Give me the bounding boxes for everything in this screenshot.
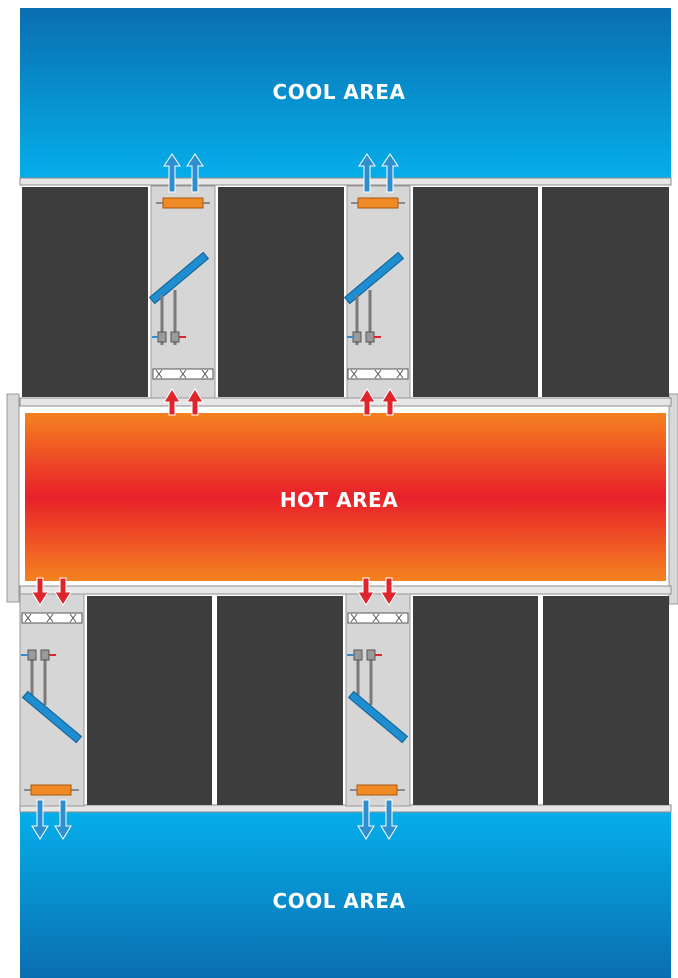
rack (218, 187, 344, 397)
rack (543, 596, 669, 805)
cool-area-bottom (20, 812, 671, 978)
aisle-end-door-right (668, 393, 678, 605)
pipe-valve-icon (353, 649, 363, 661)
hot-area (25, 413, 666, 581)
top-row-rail-lower (19, 397, 672, 407)
pipe-valve-icon (40, 649, 50, 661)
fan-icon (30, 784, 72, 796)
cooling-unit (345, 593, 411, 807)
cooling-coil-icon (347, 690, 409, 744)
arrow-up-icon (163, 153, 181, 193)
arrow-up-icon (381, 388, 399, 416)
cooling-unit (343, 185, 411, 399)
fan-icon (356, 784, 398, 796)
bottom-row-rail-upper (19, 585, 672, 595)
rack (413, 596, 538, 805)
aisle-end-door-left (6, 393, 20, 603)
filter-icon (347, 612, 409, 624)
arrow-up-icon (186, 388, 204, 416)
airflow-arrows-cool-out-bottom (31, 799, 398, 840)
arrow-up-icon (186, 153, 204, 193)
airflow-arrows-hot-in-top (163, 388, 399, 416)
cooling-coil-icon (21, 690, 83, 744)
cooling-coil-icon (343, 251, 405, 305)
cooling-unit (148, 185, 216, 399)
arrow-down-icon (357, 799, 375, 840)
arrow-down-icon (380, 799, 398, 840)
arrow-up-icon (358, 153, 376, 193)
arrow-down-icon (380, 577, 398, 606)
rack (413, 187, 538, 397)
arrow-down-icon (54, 799, 72, 840)
rack (542, 187, 669, 397)
cooling-coil-icon (148, 251, 210, 305)
cooling-unit (19, 593, 85, 807)
cool-area-bottom-label: COOL AREA (272, 889, 406, 913)
hot-area-label: HOT AREA (279, 488, 399, 512)
arrow-down-icon (357, 577, 375, 606)
pipe-valve-icon (365, 331, 375, 343)
pipe-valve-icon (366, 649, 376, 661)
airflow-arrows-cool-out-top (163, 153, 399, 193)
cool-area-top (20, 8, 671, 178)
arrow-up-icon (381, 153, 399, 193)
rack (22, 187, 148, 397)
fan-icon (357, 197, 399, 209)
arrow-down-icon (31, 799, 49, 840)
cool-area-top-label: COOL AREA (272, 80, 406, 104)
arrow-up-icon (358, 388, 376, 416)
fan-icon (162, 197, 204, 209)
filter-icon (21, 612, 83, 624)
rack (87, 596, 212, 805)
pipe-valve-icon (352, 331, 362, 343)
arrow-down-icon (54, 577, 72, 606)
pipe-valve-icon (27, 649, 37, 661)
pipe-valve-icon (170, 331, 180, 343)
pipe-valve-icon (157, 331, 167, 343)
airflow-arrows-hot-in-bottom (31, 577, 398, 606)
rack (217, 596, 343, 805)
arrow-up-icon (163, 388, 181, 416)
arrow-down-icon (31, 577, 49, 606)
top-row-rail-upper (19, 177, 672, 186)
